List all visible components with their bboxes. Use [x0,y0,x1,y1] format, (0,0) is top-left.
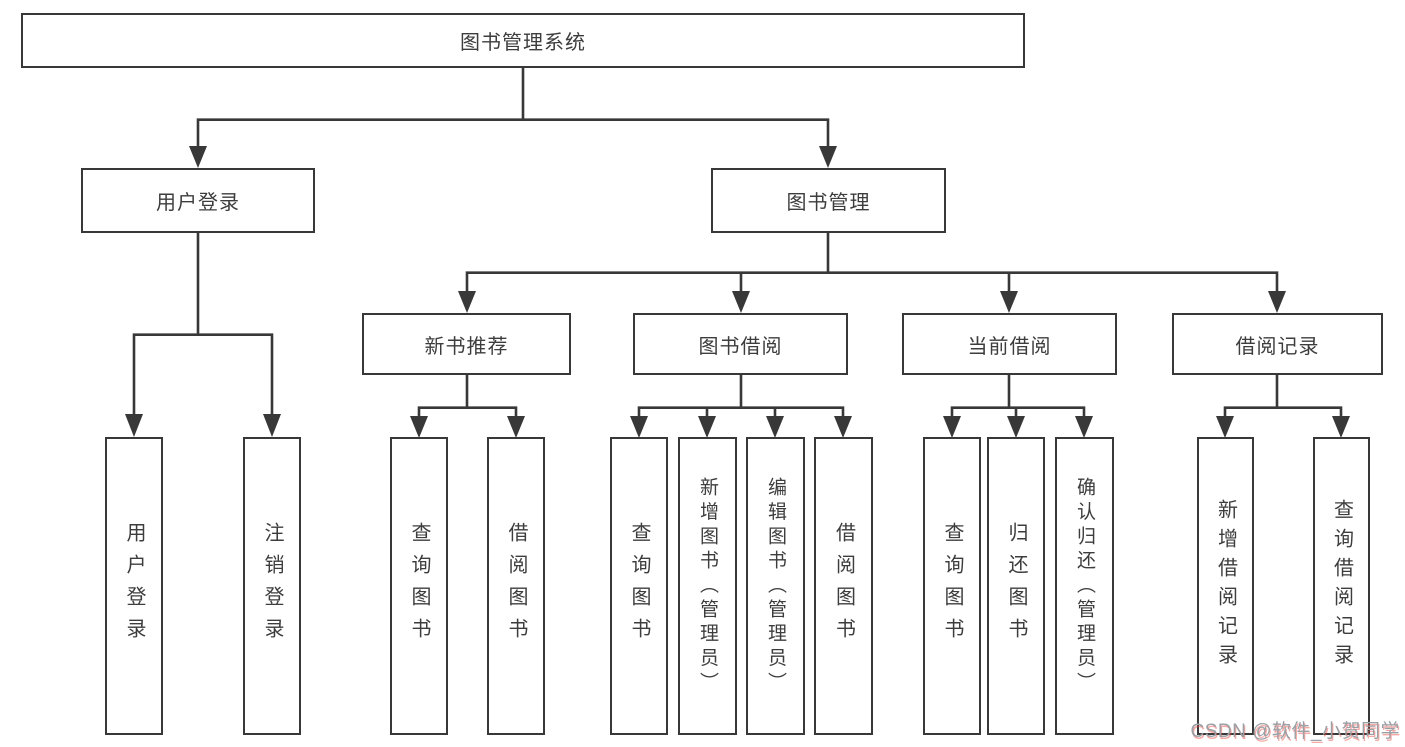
csdn-watermark: CSDN @软件_小贺同学 [1190,721,1400,742]
node-label: 图书管理系统 [460,32,586,54]
node-label: 图书借阅 [698,335,783,358]
leaf-query-books-3: 查询图书 [923,437,981,735]
leaf-label: 编辑图书（管理员） [765,476,786,696]
leaf-add-books-admin: 新增图书（管理员） [678,437,737,735]
leaf-label: 借阅图书 [832,522,855,650]
leaf-query-books-2: 查询图书 [610,437,668,735]
node-current-borrowing: 当前借阅 [902,313,1117,375]
leaf-edit-books-admin: 编辑图书（管理员） [746,437,805,735]
node-book-borrowing: 图书借阅 [633,313,848,375]
node-label: 图书管理 [786,192,871,214]
node-label: 用户登录 [156,192,240,214]
leaf-query-borrow-record: 查询借阅记录 [1313,437,1370,735]
node-label: 新书推荐 [424,335,509,358]
connector-borrow-records-group [1216,375,1350,438]
node-label: 借阅记录 [1235,335,1320,358]
leaf-return-books: 归还图书 [987,437,1045,735]
connector-new-books-group [410,375,525,438]
connector-book-borrow-group [630,375,852,438]
node-book-management: 图书管理 [711,168,946,233]
leaf-borrow-books-1: 借阅图书 [487,437,545,735]
leaf-label: 新增图书（管理员） [697,476,718,696]
leaf-label: 借阅图书 [505,522,527,650]
leaf-label: 查询图书 [941,522,963,650]
node-label: 当前借阅 [967,335,1052,358]
leaf-label: 注销登录 [261,522,283,650]
node-user-login: 用户登录 [81,168,315,233]
connector-root-to-level2 [189,68,837,168]
leaf-user-login: 用户登录 [105,437,163,735]
leaf-label: 用户登录 [123,522,145,650]
leaf-label: 新增借阅记录 [1214,499,1237,673]
leaf-label: 确认归还（管理员） [1074,476,1095,696]
leaf-logout: 注销登录 [243,437,301,735]
node-borrowing-records: 借阅记录 [1172,313,1383,375]
leaf-add-borrow-record: 新增借阅记录 [1197,437,1254,735]
leaf-confirm-return-admin: 确认归还（管理员） [1055,437,1114,735]
leaf-label: 查询图书 [408,522,430,650]
leaf-label: 归还图书 [1005,522,1027,650]
leaf-label: 查询借阅记录 [1330,499,1353,673]
leaf-borrow-books-2: 借阅图书 [814,437,873,735]
node-library-system-root: 图书管理系统 [21,13,1025,68]
connector-book-mgmt-to-level3 [458,233,1286,313]
leaf-label: 查询图书 [628,522,650,650]
connector-user-login-group [125,233,281,437]
leaf-query-books-1: 查询图书 [390,437,448,735]
connector-current-borrow-group [943,375,1093,438]
node-new-book-recommend: 新书推荐 [362,313,571,375]
